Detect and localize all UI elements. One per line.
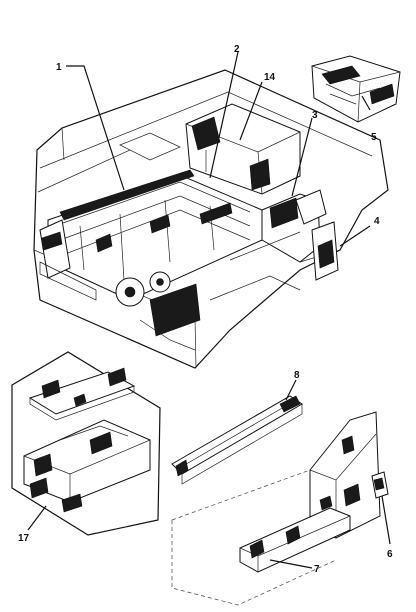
- part-5-assembly: [311, 55, 401, 123]
- callout-5: 5: [371, 132, 377, 143]
- callout-1: 1: [56, 62, 62, 73]
- callout-2: 2: [234, 44, 240, 55]
- part-17-inset-box: [11, 351, 161, 536]
- callout-3: 3: [312, 110, 318, 121]
- callout-8: 8: [294, 370, 300, 381]
- printer-main-assembly: [33, 69, 389, 369]
- callout-14: 14: [264, 72, 276, 83]
- callout-7: 7: [314, 564, 320, 575]
- part-8-rail: [171, 395, 303, 485]
- side-frame-assembly: [171, 411, 389, 606]
- callout-4: 4: [374, 216, 380, 227]
- callout-6: 6: [387, 549, 393, 560]
- leader-lines: [27, 51, 391, 569]
- callout-17: 17: [18, 533, 30, 544]
- callout-labels: 1 2 14 3 5 4 8 17 6 7: [18, 44, 393, 575]
